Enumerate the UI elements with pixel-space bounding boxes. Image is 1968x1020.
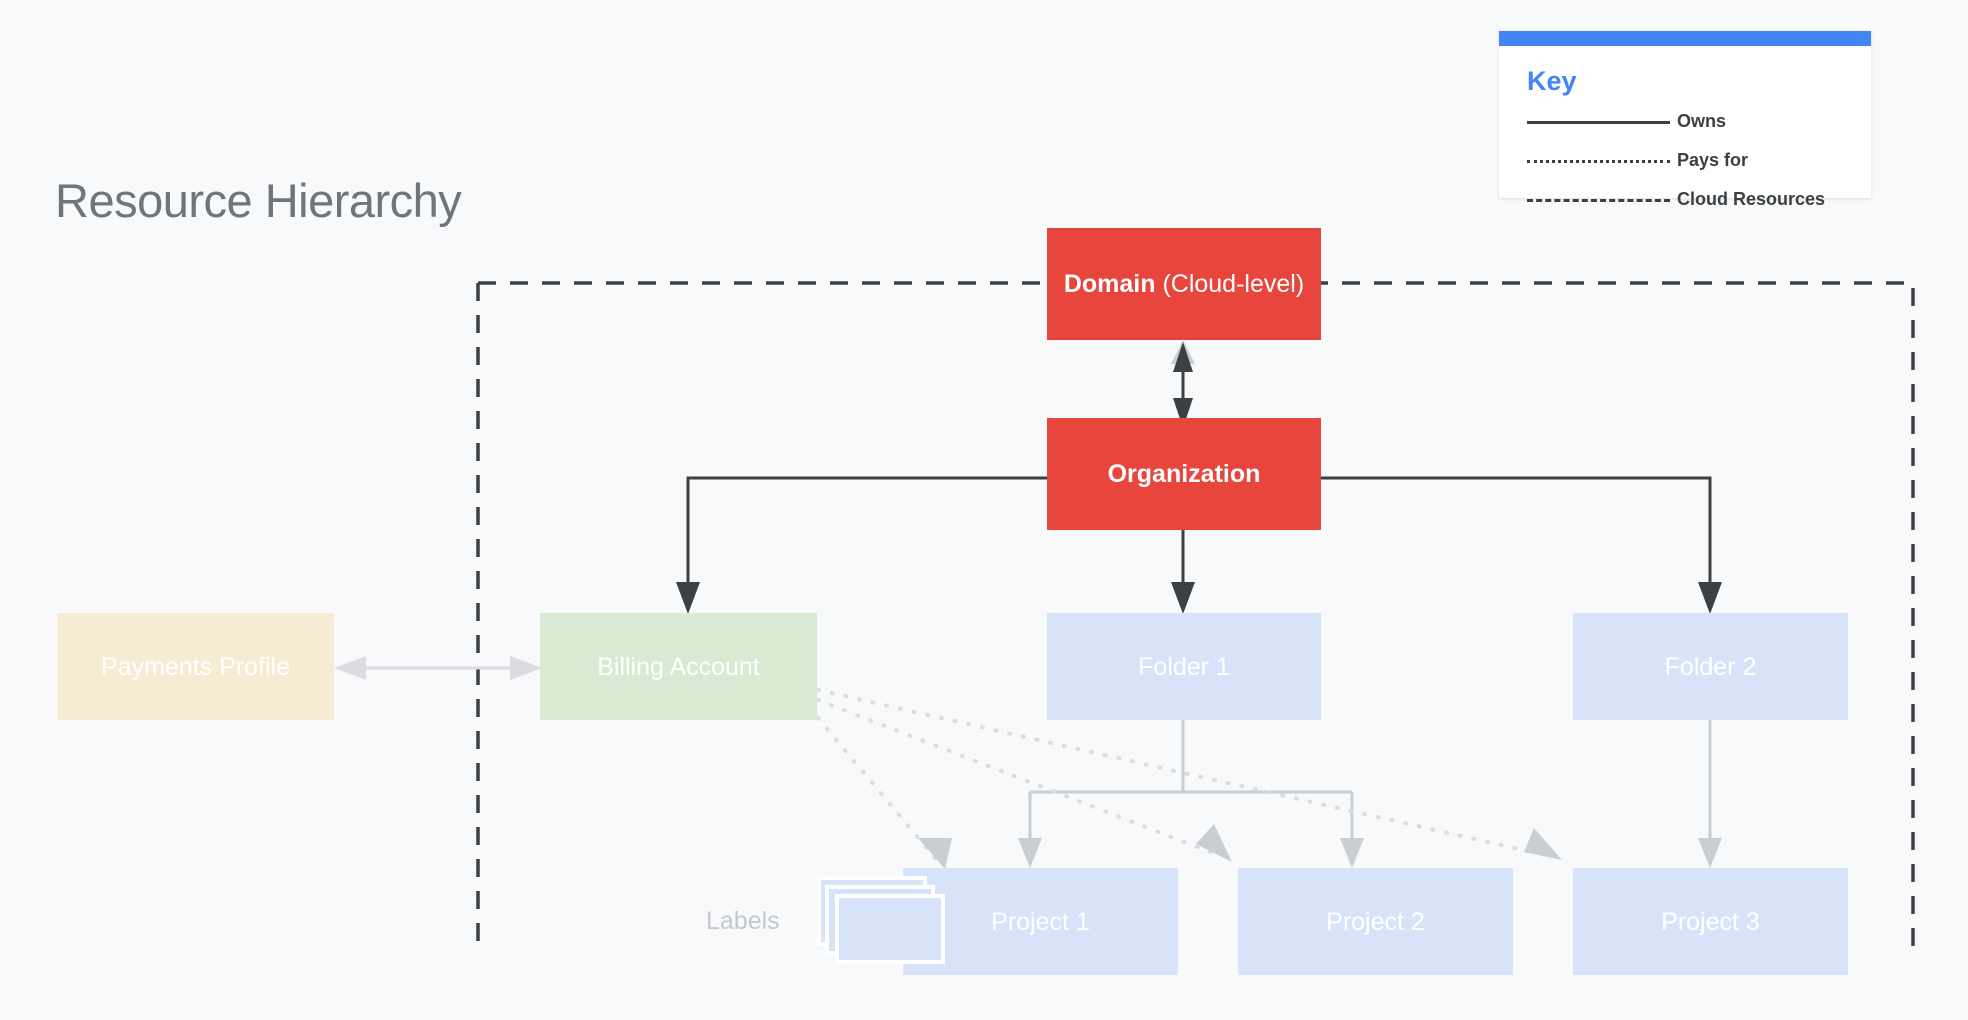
node-folder-2-label: Folder 2 [1664,652,1757,681]
page-title: Resource Hierarchy [55,174,462,227]
labels-caption: Labels [706,907,780,935]
node-folder-1[interactable]: Folder 1 [1047,613,1321,720]
node-billing-account[interactable]: Billing Account [540,613,817,720]
organization-folder1-connector [1171,530,1195,614]
node-folder-1-label: Folder 1 [1138,652,1230,681]
key-label-pays-for: Pays for [1677,150,1749,170]
node-domain-label: Domain (Cloud-level) [1064,269,1304,299]
node-organization[interactable]: Organization [1047,418,1321,530]
node-domain-label-bold: Domain [1063,270,1156,298]
folder1-projects-connector [1018,720,1364,868]
node-project-3-label: Project 3 [1661,907,1760,936]
node-billing-account-label: Billing Account [597,652,760,681]
organization-folder2-connector [1320,476,1722,614]
key-row-owns: Owns [1527,109,1871,135]
key-legend-card: Key Owns Pays for Cloud Resources [1499,31,1871,209]
payments-billing-connector [334,656,542,680]
organization-billing-connector [676,476,1047,614]
key-row-cloud-resources: Cloud Resources [1527,187,1871,213]
node-payments-profile[interactable]: Payments Profile [57,613,334,720]
node-domain[interactable]: Domain (Cloud-level) [1047,228,1321,340]
domain-organization-connector [1171,340,1195,428]
key-label-cloud-resources: Cloud Resources [1677,189,1826,209]
node-payments-profile-label: Payments Profile [101,652,290,681]
solid-line-icon [1527,109,1670,135]
dotted-line-icon [1527,148,1670,174]
key-card-body: Key Owns Pays for Cloud Resources [1499,46,1871,209]
node-project-2-label: Project 2 [1326,907,1425,936]
node-project-2[interactable]: Project 2 [1238,868,1513,975]
label-card [835,894,945,964]
node-project-1-label: Project 1 [991,907,1090,936]
node-project-3[interactable]: Project 3 [1573,868,1848,975]
node-project-1[interactable]: Project 1 [903,868,1178,975]
key-label-owns: Owns [1677,111,1727,131]
node-organization-label: Organization [1107,460,1261,488]
key-row-pays-for: Pays for [1527,148,1871,174]
key-card-accent-bar [1499,31,1871,46]
key-title: Key [1527,66,1577,96]
dashed-line-icon [1527,187,1670,213]
node-folder-2[interactable]: Folder 2 [1573,613,1848,720]
node-domain-label-light: (Cloud-level) [1155,270,1305,298]
labels-card-stack[interactable] [817,876,945,964]
folder2-project3-connector [1698,720,1722,868]
